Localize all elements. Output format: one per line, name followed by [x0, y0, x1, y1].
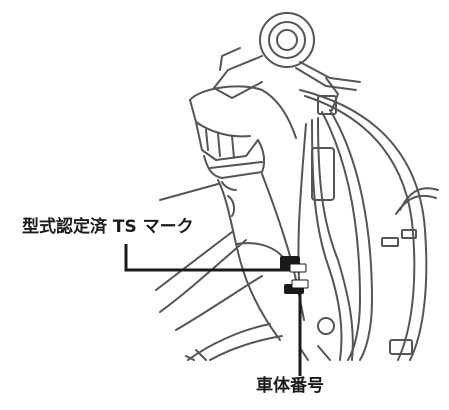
cable-sleeve — [311, 147, 335, 201]
brake-cables — [297, 89, 439, 361]
ts-mark-leader-line — [124, 244, 290, 272]
frame-number-callout-label: 車体番号 — [256, 376, 324, 396]
top-and-down-tube — [155, 183, 287, 331]
fork-crown — [185, 317, 335, 361]
cable-clips — [381, 229, 417, 355]
frame-number-plate — [284, 279, 309, 294]
ts-mark-sticker — [280, 256, 307, 273]
ts-mark-callout-label: 型式認定済 TS マーク — [22, 217, 194, 237]
handlebar-and-shifter — [213, 12, 361, 115]
stem-and-headset — [189, 85, 297, 179]
